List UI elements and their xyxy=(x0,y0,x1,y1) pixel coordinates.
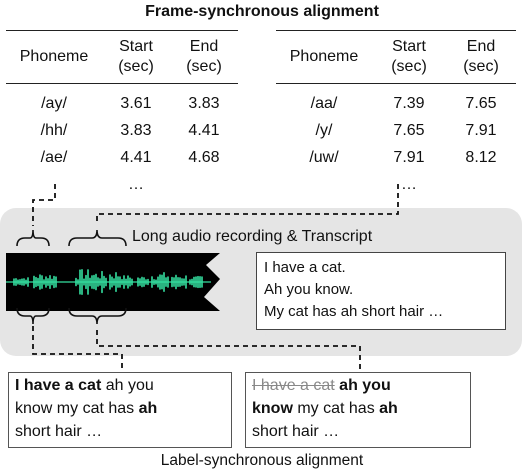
audio-panel-label: Long audio recording & Transcript xyxy=(132,228,373,245)
transcript-line: My cat has ah short hair … xyxy=(264,303,444,320)
label-sync-output-left: I have a cat ah you know my cat has ah s… xyxy=(8,372,232,448)
transcript-box: I have a cat. Ah you know. My cat has ah… xyxy=(256,252,506,330)
table-row: … xyxy=(6,171,238,198)
frame-sync-title: Frame-synchronous alignment xyxy=(145,3,379,20)
phoneme-header: Phoneme xyxy=(289,48,359,65)
label-sync-title: Label-synchronous alignment xyxy=(160,452,364,469)
strikethrough-text: I have a cat xyxy=(252,377,335,394)
transcript-line: Ah you know. xyxy=(264,281,354,298)
table-row: … xyxy=(276,171,516,198)
table-header-row: Phoneme Start(sec) End(sec) xyxy=(6,30,238,84)
label-sync-output-right: I have a cat ah you know my cat has ah s… xyxy=(245,372,471,448)
end-header: End(sec) xyxy=(463,38,499,75)
start-header: Start(sec) xyxy=(118,38,154,75)
ellipsis: … xyxy=(128,175,144,193)
end-header: End(sec) xyxy=(186,38,222,75)
start-header: Start(sec) xyxy=(391,38,427,75)
ellipsis: … xyxy=(401,175,417,193)
audio-waveform xyxy=(6,253,220,311)
phoneme-header: Phoneme xyxy=(19,48,89,65)
table-header-row: Phoneme Start(sec) End(sec) xyxy=(276,30,516,84)
transcript-line: I have a cat. xyxy=(264,259,346,276)
